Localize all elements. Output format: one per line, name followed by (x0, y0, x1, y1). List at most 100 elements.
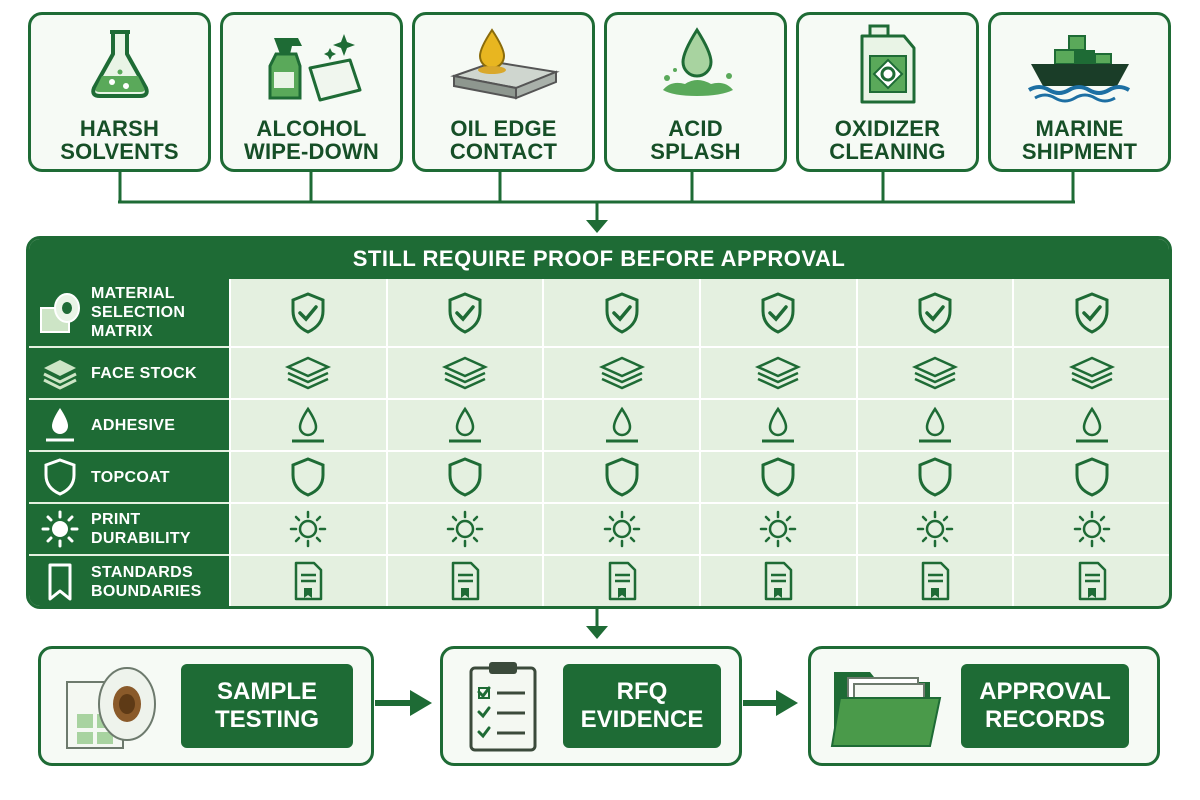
oxidizer-jug-icon (860, 24, 915, 104)
matrix-cell (855, 348, 1013, 400)
matrix-cell (229, 400, 386, 452)
matrix-cell (1012, 279, 1169, 348)
shield-icon (448, 457, 482, 497)
certificate-doc-icon (765, 561, 793, 601)
layers-icon (598, 356, 645, 390)
source-card-oxidizer-cleaning: OXIDIZER CLEANING (796, 12, 979, 172)
row-label: ADHESIVE (91, 416, 176, 434)
step-label: SAMPLE TESTING (181, 664, 353, 748)
matrix-cell (699, 504, 856, 556)
matrix-cell (229, 279, 386, 348)
matrix-cell (385, 504, 543, 556)
source-label: OIL EDGE CONTACT (449, 116, 558, 164)
matrix-cell (385, 452, 543, 504)
drop-icon (449, 406, 481, 443)
source-label: ALCOHOL WIPE-DOWN (243, 116, 379, 164)
oil-drop-icon (449, 28, 560, 100)
matrix-row-topcoat: TOPCOAT (29, 452, 1169, 504)
matrix-title: STILL REQUIRE PROOF BEFORE APPROVAL (29, 239, 1169, 279)
matrix-row-adhesive: ADHESIVE (29, 400, 1169, 452)
proof-matrix: STILL REQUIRE PROOF BEFORE APPROVAL MATE… (26, 236, 1172, 609)
matrix-cell (699, 452, 856, 504)
row-label: STANDARDS BOUNDARIES (91, 564, 202, 600)
matrix-cell (385, 279, 543, 348)
sun-icon (603, 510, 640, 548)
sun-icon (760, 510, 797, 548)
folder-icon (830, 672, 942, 747)
matrix-cell (1012, 504, 1169, 556)
matrix-cell (1012, 348, 1169, 400)
shield-check-icon (1075, 291, 1109, 334)
certificate-doc-icon (608, 561, 636, 601)
row-header: TOPCOAT (29, 452, 229, 504)
matrix-cell (699, 348, 856, 400)
layers-icon (43, 360, 77, 390)
matrix-cell (855, 556, 1013, 606)
matrix-cell (229, 348, 386, 400)
shield-icon (605, 457, 639, 497)
drop-icon (46, 408, 74, 442)
label-roll-icon (40, 292, 80, 333)
shield-check-icon (291, 291, 325, 334)
label-roll-icon (66, 667, 156, 749)
shield-check-icon (448, 291, 482, 334)
matrix-cell (699, 556, 856, 606)
matrix-cell (385, 400, 543, 452)
source-card-oil-edge-contact: OIL EDGE CONTACT (412, 12, 595, 172)
layers-icon (1068, 356, 1115, 390)
matrix-cell (855, 452, 1013, 504)
shield-icon (918, 457, 952, 497)
matrix-row-material-selection: MATERIAL SELECTION MATRIX (29, 279, 1169, 348)
row-cells (229, 504, 1169, 556)
sun-icon (446, 510, 484, 548)
matrix-cell (855, 400, 1013, 452)
drop-icon (292, 406, 325, 443)
matrix-cell (1012, 400, 1169, 452)
matrix-cell (542, 348, 700, 400)
matrix-cell (385, 348, 543, 400)
source-label: MARINE SHIPMENT (1021, 116, 1138, 164)
acid-splash-icon (662, 27, 733, 96)
shield-icon (1075, 457, 1109, 497)
step-card-rfq-evidence: RFQ EVIDENCE (440, 646, 742, 766)
layers-icon (911, 356, 959, 390)
matrix-cell (855, 504, 1013, 556)
spray-bottle-icon (268, 34, 361, 102)
row-cells (229, 452, 1169, 504)
sun-icon (1073, 510, 1110, 548)
layers-icon (441, 356, 489, 390)
row-cells (229, 400, 1169, 452)
row-header: PRINT DURABILITY (29, 504, 229, 556)
row-label: MATERIAL SELECTION MATRIX (91, 285, 186, 340)
matrix-row-face-stock: FACE STOCK (29, 348, 1169, 400)
source-card-alcohol-wipe-down: ALCOHOL WIPE-DOWN (220, 12, 403, 172)
matrix-cell (229, 452, 386, 504)
matrix-cell (1012, 452, 1169, 504)
step-card-approval-records: APPROVAL RECORDS (808, 646, 1160, 766)
sun-icon (916, 510, 954, 548)
matrix-cell (542, 452, 700, 504)
source-label: HARSH SOLVENTS (60, 116, 179, 164)
matrix-row-standards-boundaries: STANDARDS BOUNDARIES (29, 556, 1169, 606)
step-card-sample-testing: SAMPLE TESTING (38, 646, 374, 766)
flask-icon (90, 30, 149, 98)
drop-icon (605, 406, 638, 443)
drop-icon (1075, 406, 1108, 443)
certificate-doc-icon (295, 561, 323, 601)
row-label: PRINT DURABILITY (91, 511, 191, 547)
certificate-doc-icon (451, 561, 480, 601)
layers-icon (755, 356, 802, 390)
layers-icon (285, 356, 332, 390)
matrix-row-print-durability: PRINT DURABILITY (29, 504, 1169, 556)
matrix-cell (229, 556, 386, 606)
source-card-acid-splash: ACID SPLASH (604, 12, 787, 172)
certificate-doc-icon (921, 561, 950, 601)
row-header: FACE STOCK (29, 348, 229, 400)
certificate-doc-icon (1078, 561, 1106, 601)
step-label: RFQ EVIDENCE (563, 664, 721, 748)
matrix-cell (855, 279, 1013, 348)
matrix-cell (542, 556, 699, 606)
row-cells (229, 556, 1169, 606)
clipboard-checklist-icon (469, 662, 537, 752)
shield-icon (44, 458, 76, 496)
